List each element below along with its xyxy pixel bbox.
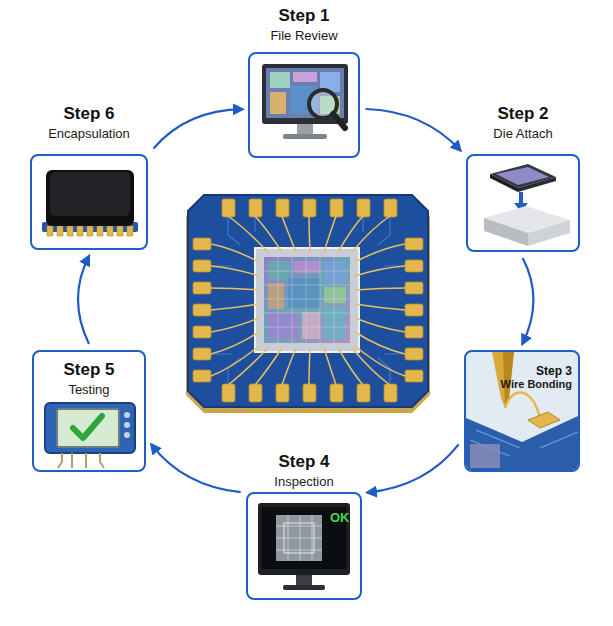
step-node: Step 1 File Review	[248, 6, 360, 158]
die-attach-illustration	[484, 164, 570, 246]
flow-arrow	[366, 109, 461, 151]
step-node: Step 3Wire Bonding	[464, 350, 580, 472]
bond-wires	[211, 216, 405, 385]
flow-arrow	[151, 444, 240, 492]
step-frame	[466, 154, 580, 252]
inspection-monitor	[258, 503, 350, 590]
chip-illustration	[186, 195, 430, 413]
step-texts: Step 1 File Review	[248, 6, 360, 44]
step-texts: Step 2 Die Attach	[466, 104, 580, 142]
step-texts: Step 5 Testing	[34, 360, 144, 398]
step-title: File Review	[248, 28, 360, 44]
step-texts: Step 4 Inspection	[246, 452, 362, 490]
review-monitor	[262, 64, 348, 139]
step-texts: Step 3Wire Bonding	[501, 364, 572, 391]
die-core	[264, 257, 350, 343]
flow-arrow	[367, 444, 458, 492]
step-frame	[248, 52, 360, 158]
step-number: Step 3	[501, 364, 572, 378]
step-title: Wire Bonding	[501, 378, 572, 391]
step-number: Step 4	[246, 452, 362, 472]
screen-status: OK	[330, 511, 350, 525]
wire-bonding-illustration	[466, 352, 578, 470]
die-frame	[255, 248, 359, 352]
step-number: Step 2	[466, 104, 580, 124]
step-number: Step 1	[248, 6, 360, 26]
tester-device	[45, 403, 135, 468]
encapsulated-package	[42, 170, 138, 236]
board-traces	[212, 217, 404, 383]
step-texts: Step 6 Encapsulation	[30, 104, 148, 142]
step-title: Testing	[34, 382, 144, 398]
bond-pads	[193, 199, 423, 402]
die-grid	[264, 257, 350, 343]
board	[188, 195, 428, 407]
step-number: Step 6	[30, 104, 148, 124]
step-title: Encapsulation	[30, 126, 148, 142]
step-number: Step 5	[34, 360, 144, 380]
flow-arrow	[78, 256, 89, 344]
step-node: Step 5 Testing	[32, 350, 146, 472]
step-frame	[30, 154, 148, 250]
flow-arrow	[522, 258, 533, 344]
step-node: Step 2 Die Attach	[466, 104, 580, 252]
step-title: Inspection	[246, 474, 362, 490]
step-frame	[246, 492, 362, 600]
flow-arrow	[154, 109, 243, 148]
step-title: Die Attach	[466, 126, 580, 142]
step-node: Step 6 Encapsulation	[30, 104, 148, 250]
step-node: Step 4 Inspection	[246, 452, 362, 600]
